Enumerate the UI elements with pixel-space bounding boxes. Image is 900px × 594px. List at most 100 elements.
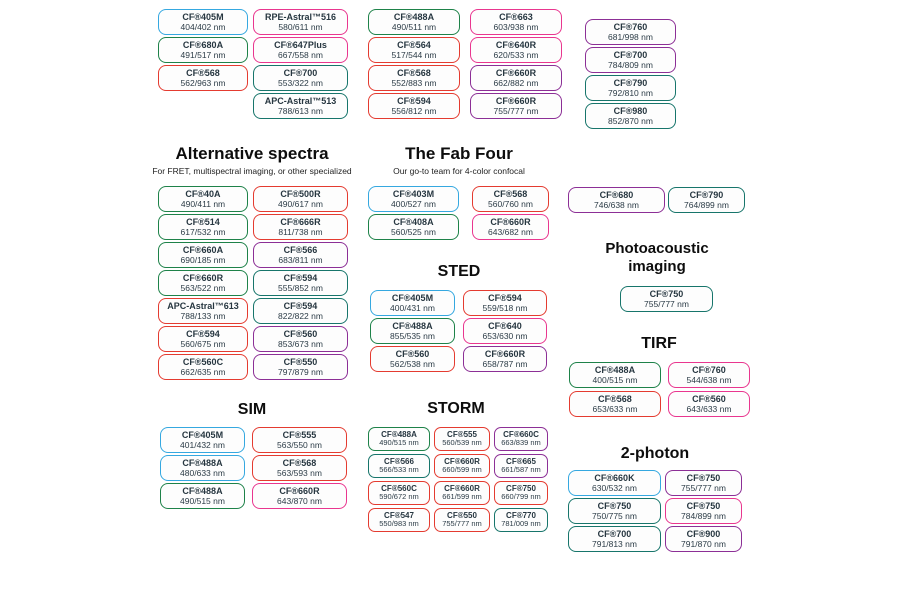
dye-wavelengths: 566/533 nm [379, 465, 419, 475]
section-title-sim: SIM [237, 401, 267, 418]
dye-name: CF®660A [182, 244, 224, 255]
dye-name: CF®660R [182, 272, 224, 283]
dye-name: CF®560 [283, 328, 318, 339]
dye-wavelengths: 556/812 nm [391, 106, 437, 117]
dye-name: CF®560C [182, 356, 224, 367]
dye-name: CF®40A [185, 188, 221, 199]
dye-wavelengths: 563/550 nm [277, 440, 322, 451]
dye-name: CF®550 [447, 510, 477, 520]
section-title-photoacoustic: Photoacoustic imaging [605, 240, 709, 275]
dye-wavelengths: 755/777 nm [442, 519, 482, 529]
dye-name: APC-Astral™513 [264, 95, 337, 106]
dye-name: CF®660R [495, 67, 537, 78]
dye-wavelengths: 811/738 nm [278, 227, 323, 238]
dye-name: CF®666R [280, 216, 321, 227]
dye-wavelengths: 643/682 nm [488, 227, 533, 238]
dye-name: CF®647Plus [274, 39, 327, 50]
dye-wavelengths: 653/633 nm [592, 404, 638, 415]
dye-wavelengths: 590/672 nm [379, 492, 419, 502]
dye-name: CF®640 [488, 320, 522, 331]
dye-name: CF®408A [393, 216, 434, 227]
dye-wavelengths: 797/879 nm [278, 367, 323, 378]
dye-name: CF®568 [282, 457, 317, 468]
dye-name: CF®700 [283, 67, 318, 78]
dye-name: CF®750 [686, 500, 721, 511]
dye-name: CF®700 [613, 49, 648, 60]
dye-wavelengths: 550/983 nm [379, 519, 419, 529]
dye-wavelengths: 661/599 nm [442, 492, 482, 502]
dye-wavelengths: 563/522 nm [180, 283, 226, 294]
section-title-alternative-spectra: Alternative spectra [175, 144, 329, 163]
dye-name: CF®405M [182, 11, 224, 22]
dye-name: CF®750 [649, 288, 684, 299]
dye-name: CF®488A [182, 485, 223, 496]
dye-wavelengths: 755/777 nm [644, 299, 689, 310]
section-title-sted: STED [437, 263, 481, 280]
dye-name: CF®770 [506, 510, 536, 520]
dye-name: CF®594 [283, 272, 318, 283]
dye-name: CF®660R [495, 95, 537, 106]
dye-name: CF®750 [506, 483, 536, 493]
dye-name: CF®555 [282, 429, 317, 440]
dye-wavelengths: 400/431 nm [390, 303, 435, 314]
dye-name: CF®760 [613, 21, 648, 32]
dye-wavelengths: 555/852 nm [278, 283, 323, 294]
dye-name: CF®640R [495, 39, 537, 50]
dye-name: RPE-Astral™516 [264, 11, 337, 22]
dye-wavelengths: 660/599 nm [442, 465, 482, 475]
dye-wavelengths: 643/633 nm [686, 404, 732, 415]
dye-wavelengths: 764/899 nm [684, 200, 729, 211]
section-subtitle-fab-four: Our go-to team for 4-color confocal [393, 166, 525, 176]
dye-name: CF®660C [503, 429, 539, 439]
dye-name: CF®680 [599, 189, 634, 200]
dye-name: CF®566 [384, 456, 414, 466]
dye-wavelengths: 560/525 nm [391, 227, 436, 238]
dye-wavelengths: 553/322 nm [278, 78, 323, 89]
section-title-tirf: TIRF [641, 335, 677, 352]
dye-wavelengths: 660/799 nm [501, 492, 541, 502]
dye-wavelengths: 784/899 nm [681, 511, 726, 522]
dye-wavelengths: 788/133 nm [180, 311, 226, 322]
dye-wavelengths: 552/883 nm [391, 78, 437, 89]
dye-wavelengths: 560/760 nm [488, 199, 533, 210]
dye-name: CF®514 [186, 216, 220, 227]
dye-wavelengths: 620/533 nm [493, 50, 539, 61]
dye-name: CF®560 [395, 348, 430, 359]
dye-wavelengths: 690/185 nm [180, 255, 226, 266]
dye-name: CF®680A [182, 39, 224, 50]
dye-wavelengths: 630/532 nm [592, 483, 637, 494]
dye-wavelengths: 490/411 nm [180, 199, 226, 210]
